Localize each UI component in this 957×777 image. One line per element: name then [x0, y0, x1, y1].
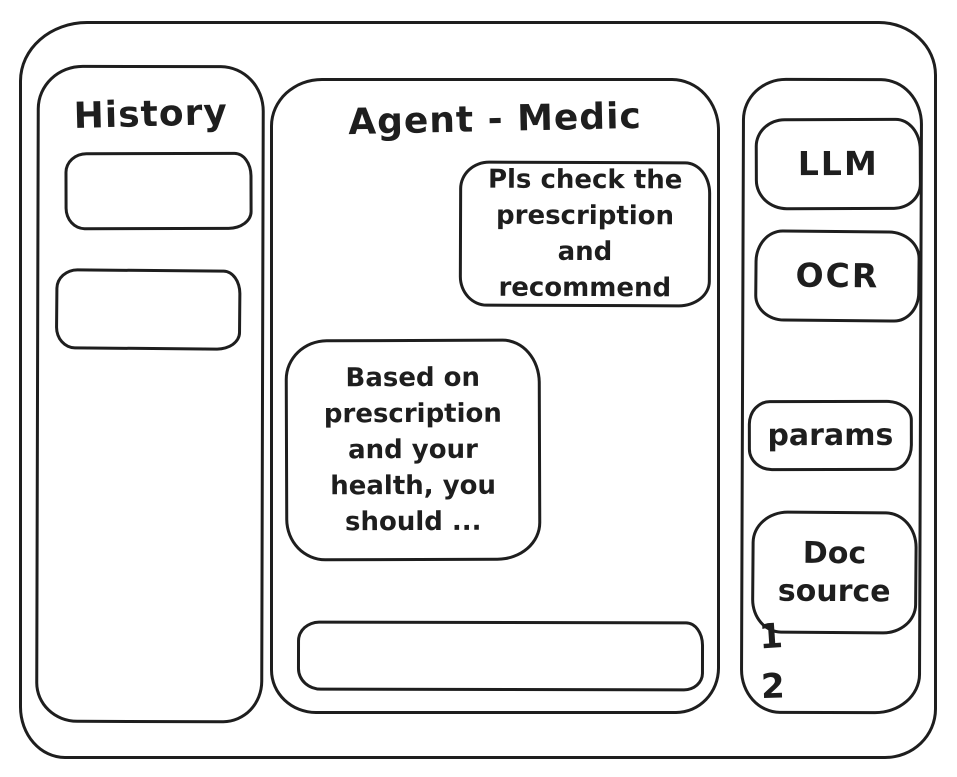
message-input[interactable]	[296, 620, 705, 692]
assistant-message-bubble: Based on prescription and your health, y…	[284, 338, 542, 562]
chat-panel: Agent - Medic Pls check the prescription…	[270, 78, 720, 714]
tools-panel: LLM OCR params Doc source 1 2	[739, 77, 924, 715]
app-frame: History Agent - Medic Pls check the pres…	[19, 21, 937, 759]
ocr-button[interactable]: OCR	[754, 229, 921, 323]
user-message-bubble: Pls check the prescription and recommend	[458, 160, 712, 308]
llm-button[interactable]: LLM	[754, 117, 922, 211]
history-title: History	[73, 92, 229, 137]
doc-source-number-2: 2	[760, 666, 786, 708]
doc-source-number-1: 1	[757, 616, 785, 658]
history-item[interactable]	[64, 151, 253, 231]
history-panel: History	[35, 64, 265, 724]
history-item[interactable]	[54, 268, 242, 351]
chat-title: Agent - Medic	[347, 95, 643, 144]
params-button[interactable]: params	[747, 399, 913, 472]
